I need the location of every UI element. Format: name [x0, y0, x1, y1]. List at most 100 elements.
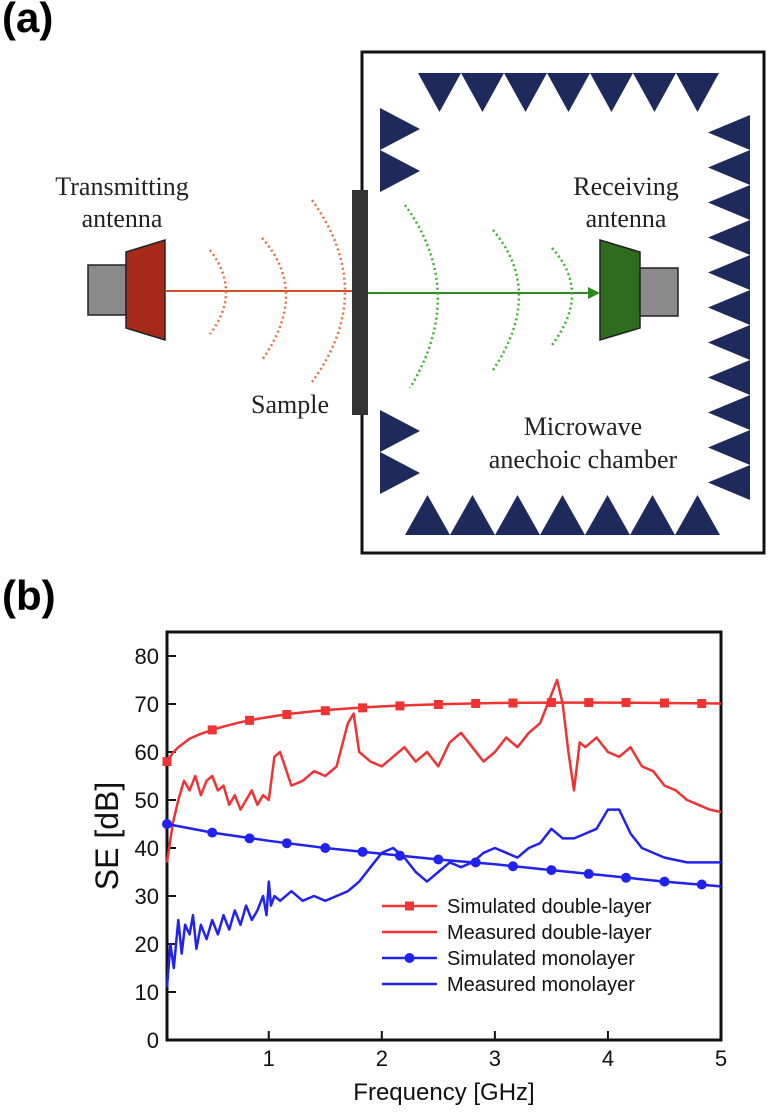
series-marker: [207, 725, 217, 735]
absorber-bottom: [540, 495, 585, 535]
y-tick-label: 20: [135, 932, 159, 957]
transmitted-wavefront: [403, 204, 440, 389]
y-axis-title: SE [dB]: [89, 782, 125, 891]
series-marker: [659, 698, 669, 708]
absorber-right: [708, 150, 750, 185]
legend-label: Measured monolayer: [447, 974, 635, 996]
y-tick-label: 80: [135, 644, 159, 669]
absorber-right: [708, 395, 750, 430]
absorber-bottom: [495, 495, 540, 535]
receiving-antenna-label-line2: antenna: [586, 204, 667, 233]
rx-horn: [599, 238, 641, 342]
absorber-top: [633, 73, 676, 112]
chamber-label-line1: Microwave: [524, 412, 642, 441]
series-marker: [320, 843, 331, 853]
legend-marker: [405, 901, 414, 911]
absorber-right: [708, 115, 750, 150]
legend-label: Simulated double-layer: [447, 896, 652, 918]
transmitted-wavefronts: [403, 204, 574, 389]
incident-wavefront: [310, 199, 347, 383]
series-marker: [584, 698, 594, 708]
series-marker: [162, 757, 172, 767]
x-tick-label: 4: [602, 1046, 614, 1071]
y-tick-label: 60: [135, 740, 159, 765]
y-tick-label: 50: [135, 788, 159, 813]
receiving-antenna: [599, 238, 679, 342]
series-line: [165, 701, 722, 763]
series-line: [165, 678, 722, 863]
absorber-bottom: [450, 495, 495, 535]
absorber-left: [380, 108, 420, 150]
series-marker: [281, 838, 292, 849]
y-tick-label: 40: [135, 836, 159, 861]
absorber-left: [380, 452, 420, 494]
absorber-right: [708, 290, 750, 325]
absorber-right: [708, 465, 750, 500]
series-0: [162, 698, 722, 767]
legend-label: Simulated monolayer: [447, 948, 635, 970]
series-marker: [507, 861, 518, 872]
absorber-left: [380, 150, 420, 192]
series-marker: [621, 872, 632, 883]
absorber-right: [708, 360, 750, 395]
sample-slab: [352, 190, 368, 415]
absorber-right: [708, 220, 750, 255]
series-marker: [358, 703, 368, 713]
incident-wavefront: [260, 237, 288, 361]
series-marker: [433, 854, 444, 865]
x-tick-label: 5: [715, 1046, 727, 1071]
tx-connector: [87, 264, 127, 316]
series-line: [165, 808, 721, 988]
y-tick-label: 70: [135, 692, 159, 717]
absorber-right: [708, 430, 750, 465]
plot-frame: [165, 630, 723, 1042]
series-marker: [282, 710, 292, 720]
series-marker: [546, 698, 556, 708]
incident-wavefronts: [209, 199, 347, 383]
absorber-right: [708, 185, 750, 220]
absorber-right: [708, 325, 750, 360]
legend-label: Measured double-layer: [447, 922, 652, 944]
absorber-top: [418, 73, 461, 112]
series-marker: [357, 846, 368, 857]
absorber-top: [504, 73, 547, 112]
panel-a: (a): [2, 0, 766, 555]
series-layer: [162, 678, 722, 988]
absorber-bottom: [585, 495, 630, 535]
rx-connector: [639, 267, 679, 317]
transmitted-wavefront: [491, 229, 521, 371]
x-tick-label: 2: [376, 1046, 388, 1071]
absorber-top: [676, 73, 719, 112]
series-marker: [546, 865, 557, 876]
absorber-right: [708, 255, 750, 290]
transmitted-wavefront: [551, 247, 574, 346]
x-tick-label: 3: [489, 1046, 501, 1071]
series-marker: [395, 701, 405, 711]
absorber-array: [380, 73, 750, 535]
transmitting-antenna-label-line2: antenna: [82, 204, 163, 233]
y-tick-label: 0: [147, 1028, 159, 1053]
legend-marker: [404, 953, 415, 963]
panel-a-label: (a): [2, 0, 53, 41]
x-axis-title: Frequency [GHz]: [353, 1079, 534, 1106]
absorber-top: [547, 73, 590, 112]
absorber-left: [380, 410, 420, 452]
series-marker: [583, 868, 594, 879]
series-marker: [433, 699, 443, 709]
tx-horn: [125, 238, 166, 342]
chamber-label-line2: anechoic chamber: [489, 445, 678, 474]
transmitting-antenna: [87, 238, 166, 342]
series-3: [165, 808, 721, 988]
series-1: [165, 678, 722, 863]
series-marker: [320, 706, 330, 716]
series-marker: [697, 699, 707, 709]
y-tick-label: 30: [135, 884, 159, 909]
absorber-top: [590, 73, 633, 112]
series-marker: [162, 819, 172, 829]
series-2: [162, 819, 722, 890]
anechoic-chamber-box: [360, 50, 766, 555]
